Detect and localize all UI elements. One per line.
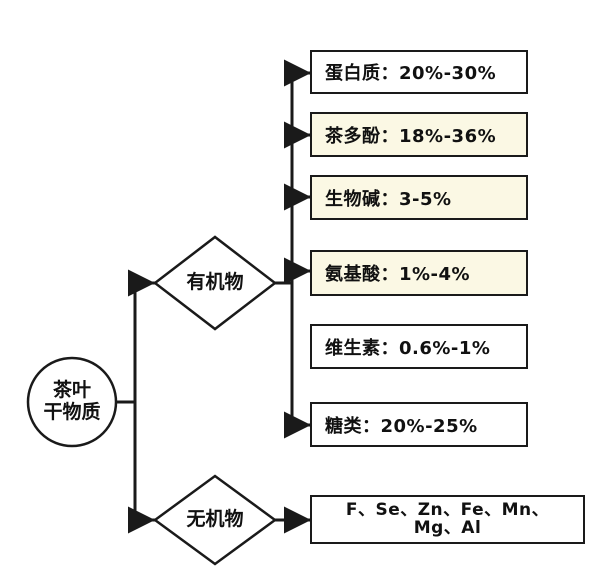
root-label-line2: 干物质: [43, 401, 101, 423]
component-box-protein: [310, 50, 528, 94]
inorganic-node-label: 无机物: [186, 508, 244, 531]
minerals-box: [310, 495, 585, 544]
component-label-sugar: 糖类：20%-25%: [325, 415, 478, 437]
component-box-vitamin: [310, 324, 528, 369]
root-label-line1: 茶叶: [52, 379, 91, 402]
organic-node-label: 有机物: [186, 271, 244, 294]
root-node-label: 茶叶 干物质: [28, 362, 116, 442]
component-label-aminoacid: 氨基酸：1%-4%: [325, 264, 471, 285]
minerals-line2: Mg、Al: [413, 517, 482, 538]
component-box-sugar: [310, 402, 528, 447]
component-label-polyphenol: 茶多酚：18%-36%: [325, 125, 497, 147]
component-label-alkaloid: 生物碱：3-5%: [325, 188, 452, 210]
minerals-line1: F、Se、Zn、Fe、Mn、: [345, 499, 550, 520]
minerals-label: F、Se、Zn、Fe、Mn、 Mg、Al: [311, 496, 584, 543]
component-box-aminoacid: [310, 250, 528, 296]
component-label-protein: 蛋白质：20%-30%: [325, 63, 497, 84]
component-label-vitamin: 维生素：0.6%-1%: [325, 337, 491, 359]
component-box-alkaloid: [310, 175, 528, 220]
component-box-polyphenol: [310, 112, 528, 157]
